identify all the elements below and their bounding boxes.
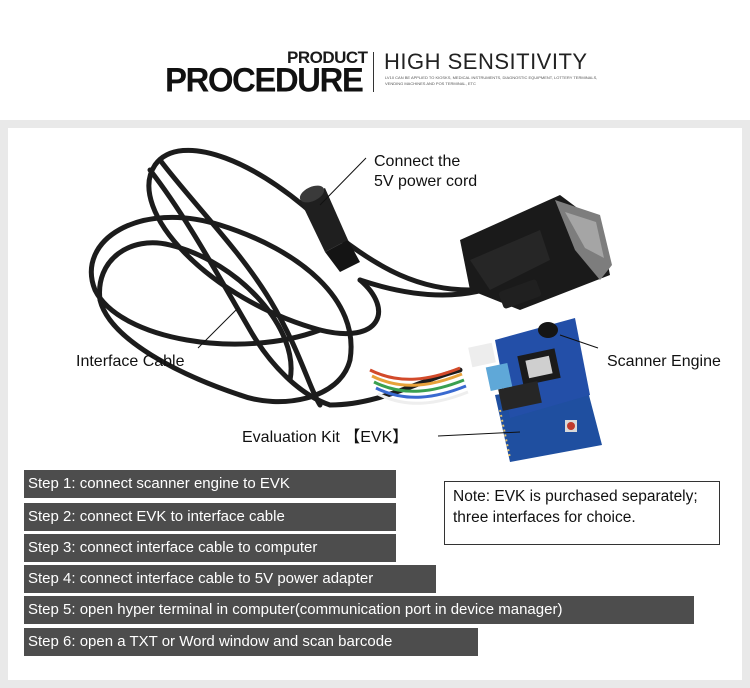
step-1: Step 1: connect scanner engine to EVK [24, 470, 396, 498]
interface-cable-label: Interface Cable [76, 353, 185, 370]
step-5: Step 5: open hyper terminal in computer(… [24, 596, 694, 624]
header-divider [373, 52, 374, 92]
header-procedure: PROCEDURE [165, 60, 364, 99]
step-2: Step 2: connect EVK to interface cable [24, 503, 396, 531]
header-sensitivity: HIGH SENSITIVITY [384, 49, 588, 74]
power-cord-label: Connect the 5V power cord [374, 153, 478, 190]
evaluation-kit-label: Evaluation Kit 【EVK】 [242, 429, 409, 446]
ribbon-wires-image [369, 366, 469, 405]
step-4: Step 4: connect interface cable to 5V po… [24, 565, 436, 593]
step-3: Step 3: connect interface cable to compu… [24, 534, 396, 562]
db9-connector-image [460, 195, 612, 310]
step-6: Step 6: open a TXT or Word window and sc… [24, 628, 478, 656]
scanner-engine-label: Scanner Engine [607, 353, 721, 370]
header-small-text: LV10 CAN BE APPLIED TO KIOSKS, MEDICAL I… [385, 75, 598, 86]
leader-lines [197, 157, 599, 437]
power-jack-image [299, 185, 360, 272]
header-product: PRODUCT [287, 48, 368, 67]
note-box: Note: EVK is purchased separately; three… [444, 481, 720, 545]
scanner-engine-image [468, 318, 590, 418]
header-band [0, 0, 750, 120]
